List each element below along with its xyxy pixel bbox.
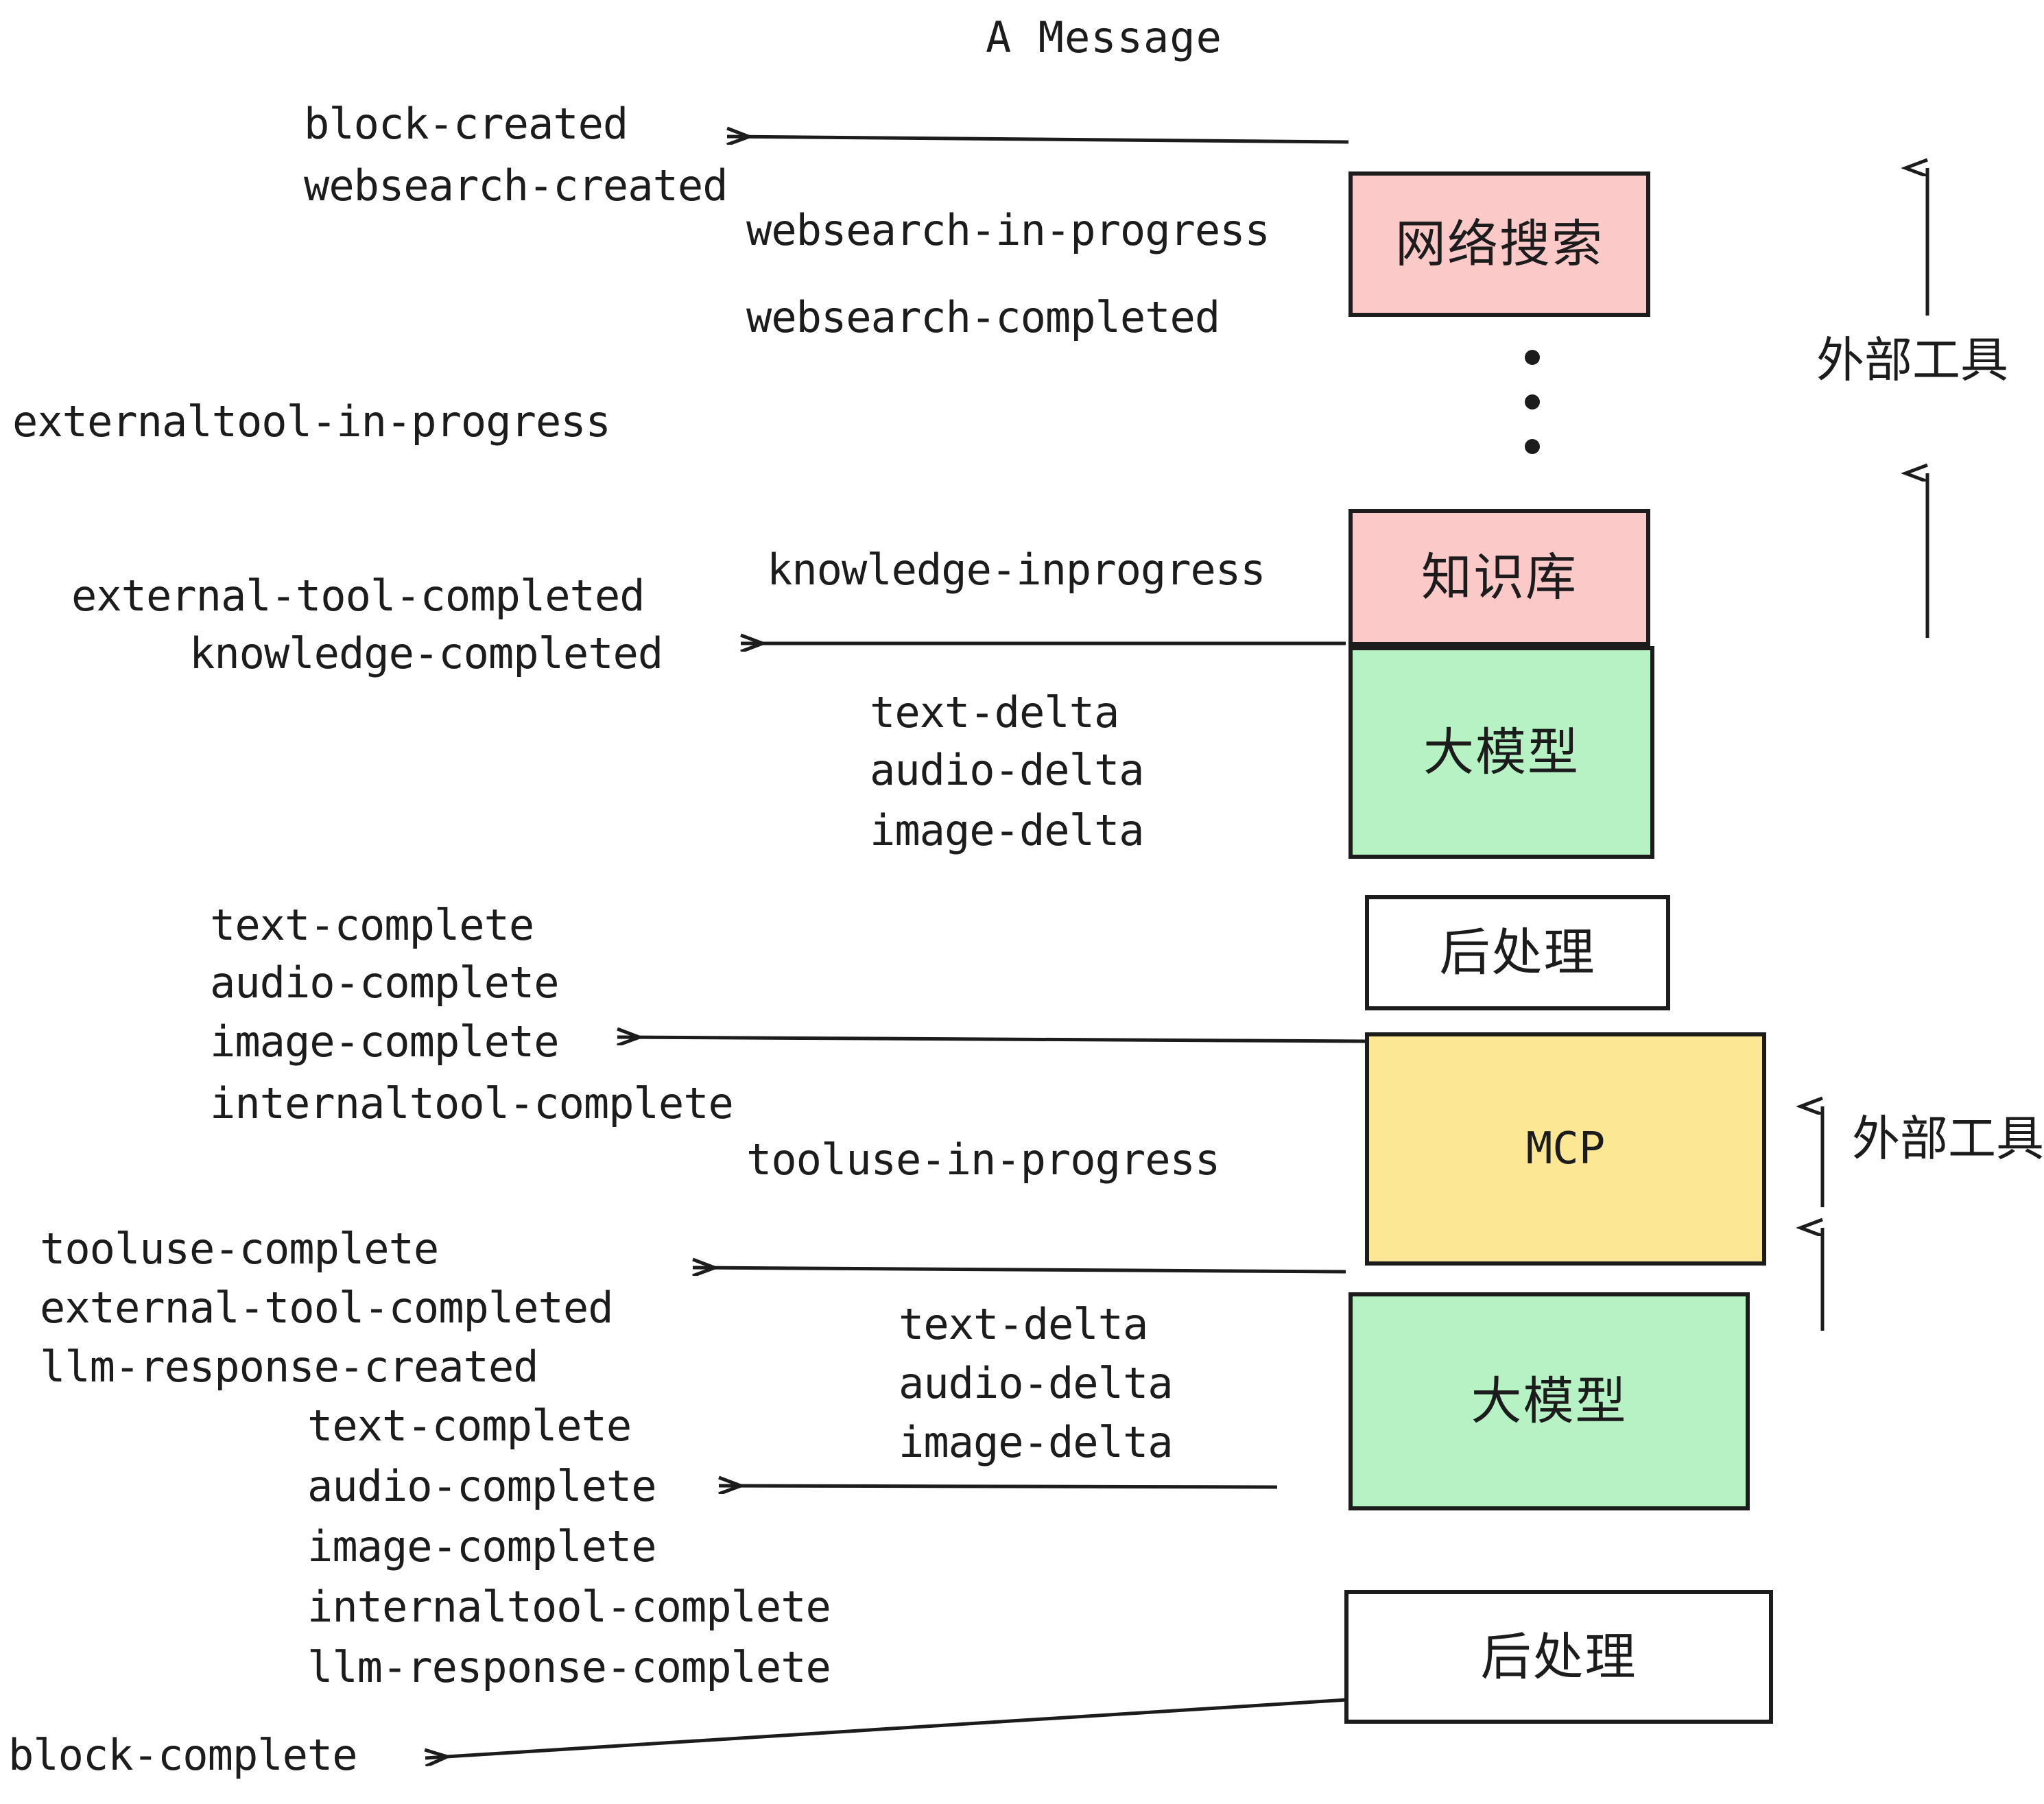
event-audio-delta-1: audio-delta bbox=[870, 745, 1145, 795]
box-postprocess-1-label: 后处理 bbox=[1439, 923, 1596, 982]
box-llm-1[interactable]: 大模型 bbox=[1348, 646, 1654, 859]
event-text-complete-2: text-complete bbox=[307, 1401, 632, 1451]
event-text-delta-1: text-delta bbox=[870, 687, 1119, 737]
box-postprocess-1[interactable]: 后处理 bbox=[1365, 895, 1670, 1010]
event-knowledge-inprogress: knowledge-inprogress bbox=[767, 545, 1266, 595]
event-audio-complete-1: audio-complete bbox=[210, 958, 560, 1008]
box-mcp[interactable]: MCP bbox=[1365, 1032, 1766, 1266]
event-tooluse-complete: tooluse-complete bbox=[40, 1224, 439, 1274]
box-llm-1-label: 大模型 bbox=[1423, 723, 1580, 782]
event-knowledge-completed: knowledge-completed bbox=[189, 628, 663, 678]
event-external-tool-completed-1: external-tool-completed bbox=[71, 571, 645, 621]
event-image-delta-2: image-delta bbox=[899, 1417, 1174, 1467]
box-websearch[interactable]: 网络搜索 bbox=[1348, 171, 1650, 317]
event-tooluse-in-progress: tooluse-in-progress bbox=[746, 1135, 1220, 1185]
arrow-llm2-to-audio-complete bbox=[719, 1486, 1278, 1487]
diagram-title: A Message bbox=[986, 12, 1222, 62]
box-llm-2[interactable]: 大模型 bbox=[1348, 1292, 1750, 1510]
box-websearch-label: 网络搜索 bbox=[1395, 215, 1604, 274]
event-image-complete-2: image-complete bbox=[307, 1521, 657, 1571]
arrow-mcp-to-image-complete bbox=[617, 1037, 1366, 1041]
label-external-tools-top: 外部工具 bbox=[1816, 332, 2008, 388]
box-mcp-label: MCP bbox=[1525, 1124, 1606, 1174]
event-internaltool-complete-2: internaltool-complete bbox=[307, 1582, 831, 1632]
event-image-delta-1: image-delta bbox=[870, 805, 1145, 855]
event-image-complete-1: image-complete bbox=[210, 1017, 560, 1067]
event-internaltool-complete-1: internaltool-complete bbox=[210, 1078, 734, 1128]
event-websearch-created: websearch-created bbox=[304, 161, 728, 211]
event-text-complete-1: text-complete bbox=[210, 900, 534, 950]
box-knowledgebase[interactable]: 知识库 bbox=[1348, 509, 1650, 646]
event-external-tool-completed-2: external-tool-completed bbox=[40, 1283, 614, 1333]
ellipsis-dot-1 bbox=[1525, 350, 1540, 365]
label-external-tools-bottom: 外部工具 bbox=[1852, 1111, 2044, 1167]
event-audio-delta-2: audio-delta bbox=[899, 1358, 1174, 1408]
event-audio-complete-2: audio-complete bbox=[307, 1461, 657, 1511]
box-postprocess-2-label: 后处理 bbox=[1480, 1627, 1637, 1687]
box-postprocess-2[interactable]: 后处理 bbox=[1344, 1590, 1773, 1724]
ellipsis-dot-3 bbox=[1525, 439, 1540, 454]
arrow-llm2-to-tooluse-complete bbox=[693, 1268, 1346, 1272]
event-block-complete: block-complete bbox=[8, 1730, 358, 1780]
box-llm-2-label: 大模型 bbox=[1471, 1372, 1628, 1431]
box-knowledgebase-label: 知识库 bbox=[1421, 548, 1578, 607]
event-text-delta-2: text-delta bbox=[899, 1299, 1148, 1349]
event-block-created: block-created bbox=[304, 99, 628, 149]
event-llm-response-created: llm-response-created bbox=[40, 1342, 539, 1392]
event-websearch-in-progress: websearch-in-progress bbox=[746, 205, 1270, 255]
arrow-postprocess-to-block-complete bbox=[425, 1698, 1348, 1758]
event-llm-response-complete: llm-response-complete bbox=[307, 1642, 831, 1692]
arrow-websearch-to-created bbox=[727, 137, 1349, 142]
event-externaltool-in-progress: externaltool-in-progress bbox=[12, 396, 611, 447]
vertical-ellipsis bbox=[1524, 350, 1541, 454]
event-websearch-completed: websearch-completed bbox=[746, 292, 1220, 342]
ellipsis-dot-2 bbox=[1525, 394, 1540, 410]
